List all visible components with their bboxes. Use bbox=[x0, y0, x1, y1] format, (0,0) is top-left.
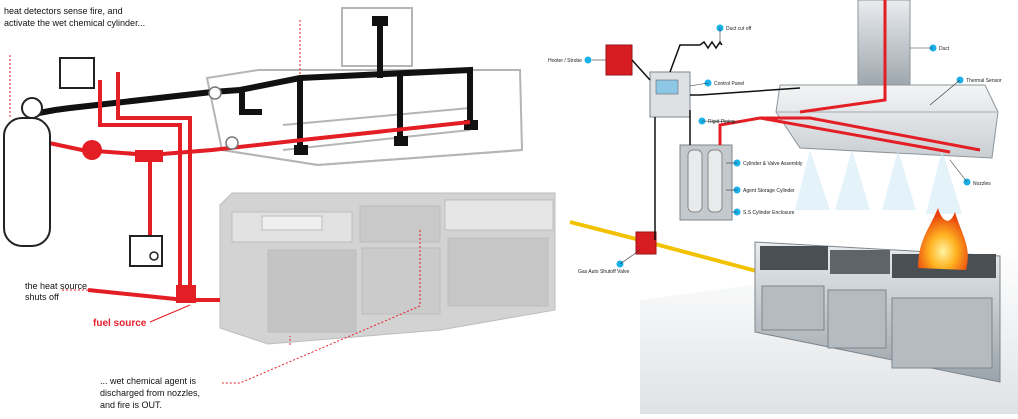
cooking-range-gray bbox=[219, 192, 556, 345]
annotation-discharge-line3: and fire is OUT. bbox=[100, 400, 162, 410]
annotation-discharge-line2: discharged from nozzles, bbox=[100, 388, 200, 398]
label-ss-enclosure: S.S Cylinder Enclosure bbox=[743, 210, 795, 216]
annotation-shutoff-line1: the heat source bbox=[25, 281, 87, 291]
label-duct: Duct bbox=[939, 46, 950, 52]
left-schematic: heat detectors sense fire, and activate … bbox=[3, 6, 556, 410]
chemical-cylinder bbox=[3, 97, 51, 247]
label-cylinder-valve: Cylinder & Valve Assembly bbox=[743, 161, 803, 167]
label-rigid-piping: Rigid Piping bbox=[708, 119, 735, 125]
detector-box bbox=[59, 57, 95, 89]
gas-shutoff-valve bbox=[635, 231, 657, 255]
label-gas-shutoff: Gas Auto Shutoff Valve bbox=[578, 269, 629, 275]
label-thermal-sensor: Thermal Sensor bbox=[966, 78, 1002, 84]
label-duct-cut-off: Duct cut off bbox=[726, 26, 752, 32]
control-panel bbox=[649, 71, 691, 118]
annotation-shutoff-line2: shuts off bbox=[25, 292, 59, 302]
label-control-panel: Control Panel bbox=[714, 81, 744, 87]
hooter-strobe bbox=[605, 44, 633, 76]
shutoff-box bbox=[129, 235, 163, 267]
annotation-detect-line2: activate the wet chemical cylinder... bbox=[4, 18, 145, 28]
label-fuel-source: fuel source bbox=[93, 318, 147, 329]
label-nozzles: Nozzles bbox=[973, 181, 991, 187]
annotation-discharge-line1: ... wet chemical agent is bbox=[100, 376, 197, 386]
gas-line-yellow bbox=[569, 220, 761, 274]
right-illustration: Duct cut off Duct Hooter / Strobe Contro… bbox=[548, 0, 1018, 414]
label-agent-storage: Agent Storage Cylinder bbox=[743, 188, 795, 194]
label-hooter-strobe: Hooter / Strobe bbox=[548, 58, 582, 64]
cooking-range bbox=[754, 241, 1001, 383]
fire bbox=[918, 208, 968, 270]
annotation-detect-line1: heat detectors sense fire, and bbox=[4, 6, 123, 16]
